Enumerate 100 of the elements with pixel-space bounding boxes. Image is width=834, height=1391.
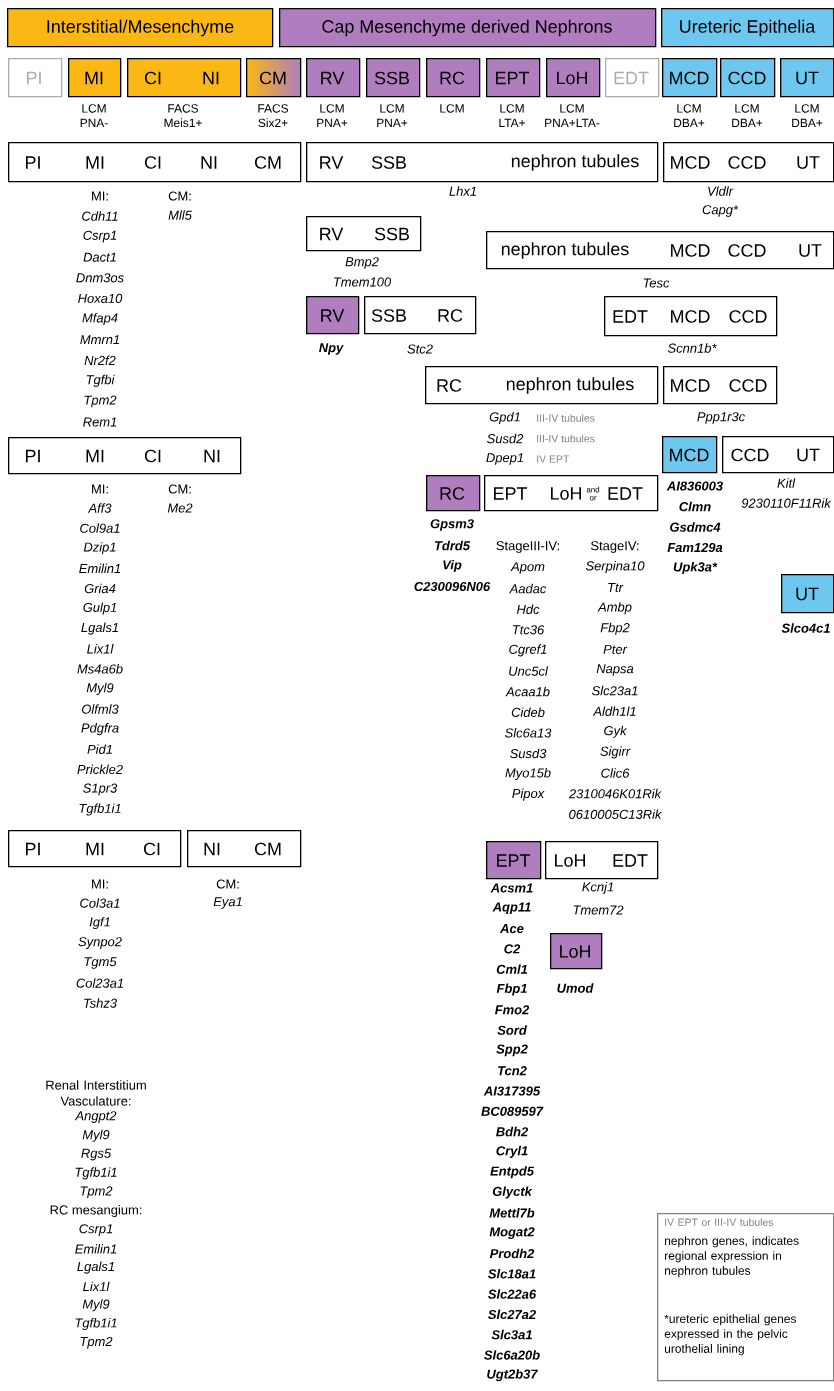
gene-name: Aldh1l1 — [592, 706, 636, 716]
gene-name: Dzip1 — [83, 542, 116, 555]
gene-name: Tgfb1i1 — [79, 803, 121, 816]
gene-name: Tmem100 — [334, 277, 392, 287]
gene-name: Hdc — [516, 604, 540, 614]
gene-name: Eya1 — [213, 897, 242, 909]
gene-name: Mll5 — [168, 210, 192, 220]
gene-name: Bmp2 — [345, 257, 379, 269]
gene-name: S1pr3 — [83, 783, 118, 796]
gene-name: Ttr — [608, 583, 624, 593]
gene-name: Col9a1 — [80, 523, 120, 533]
gene-name: Fmo2 — [494, 1005, 530, 1015]
list-heading: CM: — [168, 191, 191, 201]
method-label: LCM PNA- — [80, 104, 108, 127]
gene-group-box: RV SSB nephron tubules — [306, 142, 659, 183]
gene-name: Susd3 — [510, 748, 547, 759]
gene-name: Slc6a20b — [484, 1350, 540, 1360]
region-note: III-IV tubules — [537, 414, 595, 422]
gene-name: Hoxa10 — [78, 293, 123, 303]
gene-name: Susd2 — [487, 433, 524, 444]
gene-name: Tpm2 — [84, 395, 117, 408]
gene-name: Umod — [557, 983, 594, 993]
gene-name: Tpm2 — [80, 1186, 113, 1199]
gene-name: AI317395 — [483, 1086, 541, 1096]
gene-name: Npy — [319, 343, 344, 355]
gene-name: Cdh11 — [82, 211, 118, 221]
gene-group-box: EDT MCD CCD — [604, 296, 778, 337]
gene-name: Scnn1b* — [667, 343, 717, 353]
cell-type-box: UT — [781, 574, 834, 614]
gene-name: Prodh2 — [489, 1248, 535, 1259]
list-heading: CM: — [168, 484, 191, 494]
gene-name: Tgm5 — [84, 957, 117, 969]
region-note: IV EPT — [537, 455, 570, 463]
gene-name: Prickle2 — [77, 764, 123, 775]
gene-name: Angpt2 — [74, 1111, 117, 1123]
gene-name: 9230110F11Rik — [741, 498, 832, 508]
gene-name: Dact1 — [83, 252, 116, 262]
gene-name: Dpep1 — [486, 453, 523, 465]
gene-group-box: SSB RC — [364, 296, 477, 335]
gene-name: 0610005C13Rik — [569, 809, 662, 819]
gene-name: Myl9 — [86, 682, 114, 695]
gene-group-box: RC nephron tubules — [425, 366, 659, 405]
list-heading: MI: — [92, 484, 108, 494]
gene-name: Upk3a* — [673, 561, 718, 575]
cell-type-box: LoH — [550, 933, 603, 970]
gene-name: Acaa1b — [505, 686, 550, 697]
gene-name: Tmem72 — [573, 905, 624, 915]
gene-name: Lgals1 — [81, 622, 118, 635]
gene-name: Csrp1 — [79, 1224, 113, 1236]
list-heading: CM: — [216, 879, 239, 889]
list-heading: StageIV: — [591, 541, 639, 553]
gene-name: Slc3a1 — [491, 1329, 532, 1340]
gene-name: Aff3 — [87, 503, 112, 513]
gene-name: Kcnj1 — [582, 881, 614, 895]
category-header: Ureteric Epithelia — [661, 8, 834, 48]
category-header: Cap Mesenchyme derived Nephrons — [279, 8, 657, 48]
gene-name: Myo15b — [505, 767, 551, 781]
gene-name: Myl9 — [82, 1299, 110, 1312]
gene-name: Vldlr — [708, 186, 734, 196]
gene-name: Entpd5 — [490, 1166, 535, 1179]
gene-name: AI836003 — [666, 481, 723, 491]
gene-name: Pdgfra — [81, 723, 119, 736]
gene-name: Fbp2 — [600, 622, 630, 635]
gene-name: Slco4c1 — [781, 623, 830, 633]
gene-name: Tgfb1i1 — [75, 1317, 117, 1331]
gene-name: Serpina10 — [585, 560, 645, 574]
gene-name: Me2 — [167, 503, 193, 513]
gene-name: Slc23a1 — [591, 685, 638, 696]
gene-name: Aadac — [509, 583, 547, 594]
cell-type-box: MCD — [662, 436, 718, 474]
method-label: LCM DBA+ — [792, 104, 823, 127]
list-heading: Renal Interstitium Vasculature: — [46, 1080, 146, 1106]
list-heading: MI: — [92, 191, 108, 201]
gene-name: Gpsm3 — [430, 519, 474, 531]
method-label: LCM DBA+ — [732, 104, 763, 127]
gene-name: Capg* — [702, 205, 739, 217]
gene-name: Sord — [497, 1025, 527, 1035]
gene-name: Unc5cl — [509, 666, 549, 676]
gene-name: Gria4 — [84, 583, 116, 594]
gene-name: Stc2 — [407, 344, 433, 354]
cell-type-box: UT — [780, 58, 834, 98]
cell-type-box: RV — [306, 296, 360, 335]
gene-name: Nr2f2 — [84, 355, 116, 365]
gene-name: Fbp1 — [496, 983, 527, 996]
gene-name: Ms4a6b — [77, 664, 123, 674]
cell-type-box: EPT — [486, 841, 542, 880]
gene-group-box: PI MI CI — [8, 830, 182, 868]
gene-name: Ttc36 — [512, 625, 545, 635]
gene-group-box: LoH EDT — [545, 841, 659, 880]
cell-type-box: PI — [8, 58, 63, 98]
method-label: FACS Meis1+ — [164, 104, 202, 128]
gene-name: Spp2 — [496, 1044, 528, 1057]
gene-name: Tdrd5 — [434, 540, 471, 551]
gene-name: Emilin1 — [75, 1244, 117, 1254]
cell-type-box: RC — [426, 475, 481, 512]
gene-name: Rgs5 — [81, 1148, 112, 1161]
cell-type-box: CM — [246, 58, 302, 98]
gene-name: Cgref1 — [509, 644, 547, 657]
gene-name: Mettl7b — [489, 1208, 535, 1218]
gene-name: Mmrn1 — [80, 335, 120, 345]
